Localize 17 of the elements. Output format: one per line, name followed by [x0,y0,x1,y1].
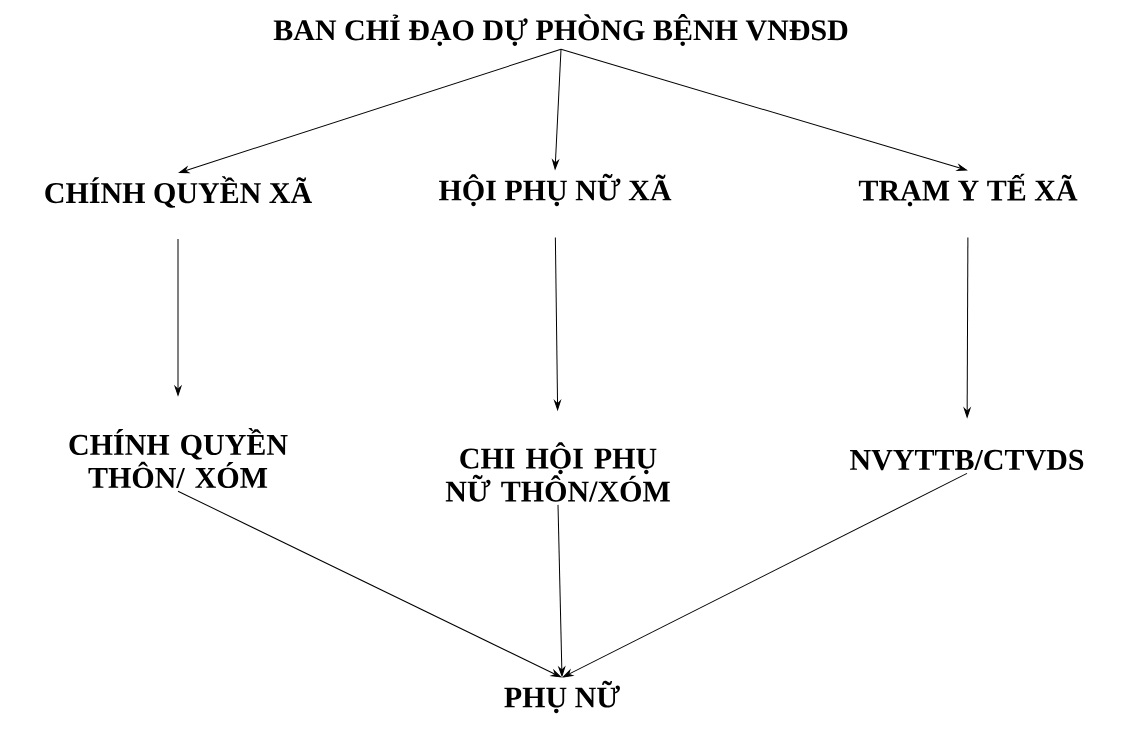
arrow [560,48,967,171]
arrow [963,237,971,418]
node-label: CHÍNH QUYỀN THÔN/ XÓM [69,428,288,488]
node-label: CHÍNH QUYỀN XÃ [45,176,312,208]
arrow [557,504,566,677]
arrow [562,472,968,678]
node-label: PHỤ NỮ [504,680,620,714]
node-label: HỘI PHỤ NỮ XÃ [439,173,672,207]
title-text: BAN CHỈ ĐẠO DỰ PHÒNG BỆNH VNĐSD [273,14,848,46]
node-label: TRẠM Y TẾ XÃ [858,173,1078,207]
node-label: NVYTTB/CTVDS [850,449,1084,471]
arrow [177,490,562,678]
arrow [552,48,562,170]
arrow [179,48,562,174]
arrow [174,238,182,396]
arrow [554,236,561,411]
node-label: CHI HỘI PHỤ NỮ THÔN/XÓM [445,442,670,502]
